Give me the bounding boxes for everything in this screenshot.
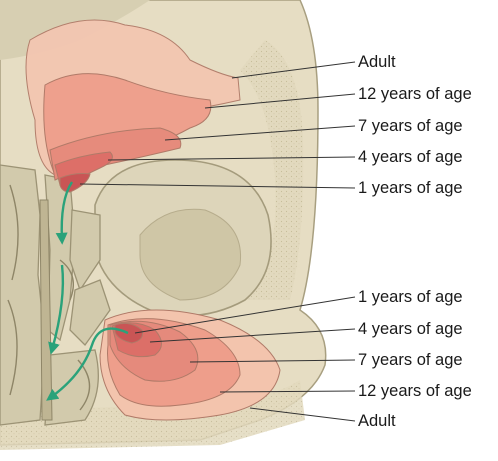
maxillary-sinus-stages — [99, 309, 281, 421]
maxillary-drainage-arrow — [46, 327, 129, 401]
label-lower-adult: Adult — [358, 412, 396, 430]
leader-lines-upper — [79, 61, 356, 189]
orbit-inner — [139, 208, 242, 301]
ethmoid-drainage-arrow — [48, 264, 65, 355]
frontal-sinus-1y — [59, 173, 91, 193]
label-upper-12y: 12 years of age — [358, 85, 472, 103]
turbinates — [7, 184, 91, 411]
frontal-sinus-stages — [25, 19, 241, 193]
label-lower-12y: 12 years of age — [358, 382, 472, 400]
frontal-drainage-arrow — [55, 181, 74, 245]
drainage-arrows — [46, 181, 129, 401]
label-upper-adult: Adult — [358, 53, 396, 71]
label-lower-4y: 4 years of age — [358, 320, 463, 338]
label-upper-4y: 4 years of age — [358, 148, 463, 166]
label-upper-7y: 7 years of age — [358, 117, 463, 135]
label-lower-1y: 1 years of age — [358, 288, 463, 306]
nasal-septum — [39, 199, 53, 421]
leader-lines-lower — [134, 296, 356, 422]
bone-texture — [240, 40, 304, 300]
ethmoid-cells — [0, 164, 111, 426]
maxillary-sinus-1y — [114, 322, 143, 344]
label-upper-1y: 1 years of age — [358, 179, 463, 197]
label-lower-7y: 7 years of age — [358, 351, 463, 369]
